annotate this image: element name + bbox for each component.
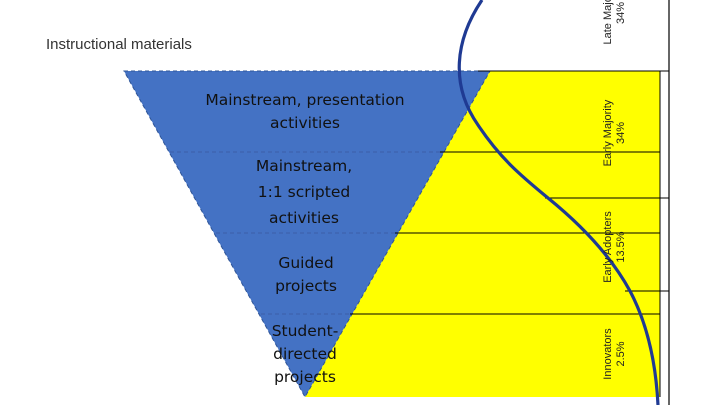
funnel-level-line: directed <box>273 345 337 363</box>
funnel-level-line: 1:1 scripted <box>257 183 351 201</box>
segment-name: Innovators <box>602 328 614 380</box>
segment-label-early-majority: Early Majority 34% <box>602 83 632 183</box>
segment-percent: 34% <box>615 1 627 25</box>
funnel-level-line: projects <box>274 368 336 386</box>
funnel-level-presentation: Mainstream, presentation activities <box>175 89 435 135</box>
diagram-title: Instructional materials <box>46 36 192 53</box>
funnel-level-line: Student- <box>271 322 339 340</box>
funnel-level-line: projects <box>275 277 337 295</box>
segment-percent: 13.5% <box>615 231 627 263</box>
segment-label-late-majority: Late Majority 34% <box>602 0 632 63</box>
segment-label-early-adopters: Early Adopters 13.5% <box>602 197 632 297</box>
funnel-level-line: Mainstream, <box>255 157 353 175</box>
segment-percent: 2.5% <box>615 341 627 367</box>
segment-name: Late Majority <box>602 0 614 45</box>
funnel-level-line: Guided <box>278 254 334 272</box>
funnel-level-student-directed: Student- directed projects <box>255 320 355 389</box>
adoption-curve <box>457 0 660 405</box>
funnel-level-scripted: Mainstream, 1:1 scripted activities <box>214 153 394 231</box>
funnel-level-line: Mainstream, presentation <box>205 91 405 109</box>
segment-percent: 34% <box>615 121 627 145</box>
segment-name: Early Majority <box>602 99 614 167</box>
funnel-level-guided: Guided projects <box>246 252 366 298</box>
segment-name: Early Adopters <box>602 211 614 283</box>
funnel-level-line: activities <box>269 209 339 227</box>
funnel-level-line: activities <box>270 114 340 132</box>
segment-label-innovators: Innovators 2.5% <box>602 304 632 404</box>
